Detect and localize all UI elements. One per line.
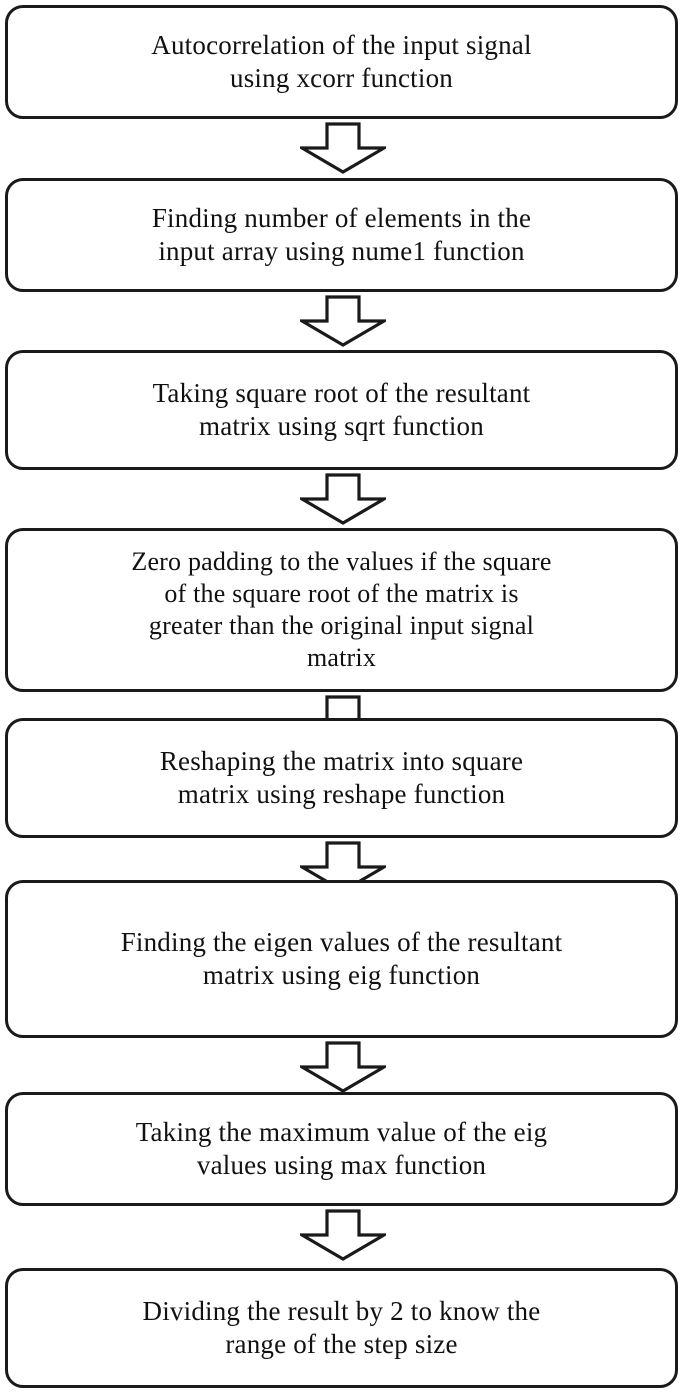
flow-node-label: Reshaping the matrix into square matrix … [159, 746, 524, 809]
flow-node-label: Taking the maximum value of the eig valu… [135, 1117, 548, 1180]
down-arrow-icon [299, 473, 386, 525]
flow-node-eigenvalue-step[interactable]: Finding the eigen values of the resultan… [5, 880, 678, 1038]
flow-node-numel-step[interactable]: Finding number of elements in the input … [5, 178, 678, 292]
arrow-step-3-to-4 [0, 473, 685, 525]
flow-node-divide-step[interactable]: Dividing the result by 2 to know the ran… [5, 1268, 678, 1388]
flow-node-label: Finding the eigen values of the resultan… [120, 927, 563, 990]
flow-node-label: Finding number of elements in the input … [151, 203, 532, 266]
arrow-step-2-to-3 [0, 295, 685, 347]
flow-node-zero-padding-step[interactable]: Zero padding to the values if the square… [5, 528, 678, 692]
flow-node-label: Autocorrelation of the input signal usin… [151, 30, 532, 93]
flow-node-label: Zero padding to the values if the square… [131, 547, 552, 672]
arrow-step-7-to-8 [0, 1209, 685, 1261]
flow-node-max-step[interactable]: Taking the maximum value of the eig valu… [5, 1092, 678, 1206]
arrow-step-6-to-7 [0, 1041, 685, 1093]
flow-node-label: Dividing the result by 2 to know the ran… [142, 1296, 541, 1359]
arrow-step-1-to-2 [0, 122, 685, 174]
flow-node-autocorrelation-step[interactable]: Autocorrelation of the input signal usin… [5, 5, 678, 119]
down-arrow-icon [299, 1209, 386, 1261]
down-arrow-icon [299, 122, 386, 174]
flow-node-label: Taking square root of the resultant matr… [152, 378, 531, 441]
down-arrow-icon [299, 1041, 386, 1093]
flow-node-reshape-step[interactable]: Reshaping the matrix into square matrix … [5, 718, 678, 838]
down-arrow-icon [299, 295, 386, 347]
flow-node-sqrt-step[interactable]: Taking square root of the resultant matr… [5, 350, 678, 470]
